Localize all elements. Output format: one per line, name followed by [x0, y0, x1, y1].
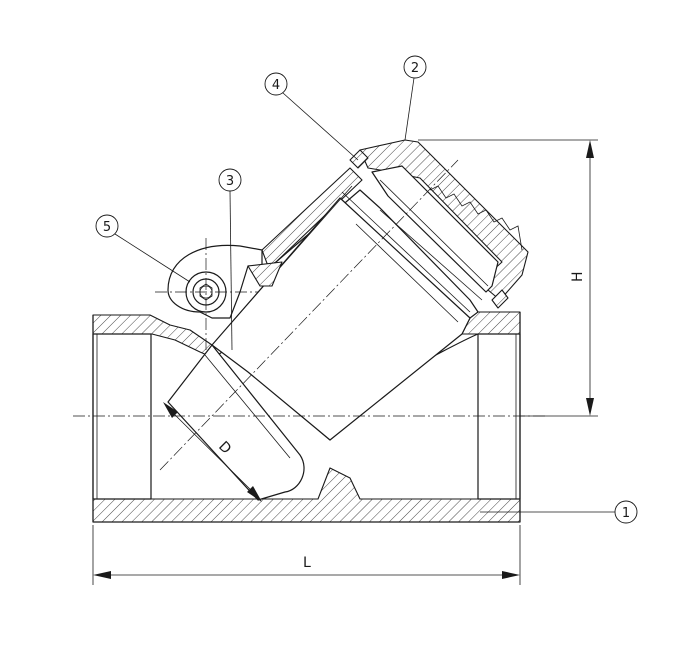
- dimension-l-label: L: [303, 555, 311, 571]
- callout-2-number: 2: [411, 61, 419, 76]
- callout-4: 4: [264, 72, 359, 161]
- cap-thread: [429, 185, 523, 251]
- body-top-right-wall: [461, 311, 521, 335]
- callout-5-number: 5: [103, 220, 111, 235]
- callout-5: 5: [95, 214, 191, 283]
- dimension-h-label: H: [570, 271, 586, 282]
- callout-4-number: 4: [272, 78, 280, 93]
- callout-3: 3: [218, 168, 242, 351]
- dimension-l: L: [92, 525, 521, 585]
- callout-1-number: 1: [622, 506, 630, 521]
- callout-1: 1: [480, 500, 638, 524]
- cap: [359, 139, 529, 301]
- body-bottom-wall: [92, 467, 521, 523]
- dimension-h: H: [418, 139, 598, 417]
- gasket-seal: [349, 149, 369, 169]
- left-port-thread: [92, 333, 152, 500]
- callout-3-number: 3: [226, 174, 234, 189]
- callout-2: 2: [403, 55, 427, 141]
- screen-cylinder: [211, 197, 471, 441]
- center-lines: [73, 159, 545, 471]
- gasket: [349, 149, 509, 309]
- screen-axis: [159, 159, 459, 471]
- cap-inner-plug: [371, 165, 499, 293]
- right-port-thread: [477, 333, 521, 500]
- screen-bottom-end: [167, 344, 305, 501]
